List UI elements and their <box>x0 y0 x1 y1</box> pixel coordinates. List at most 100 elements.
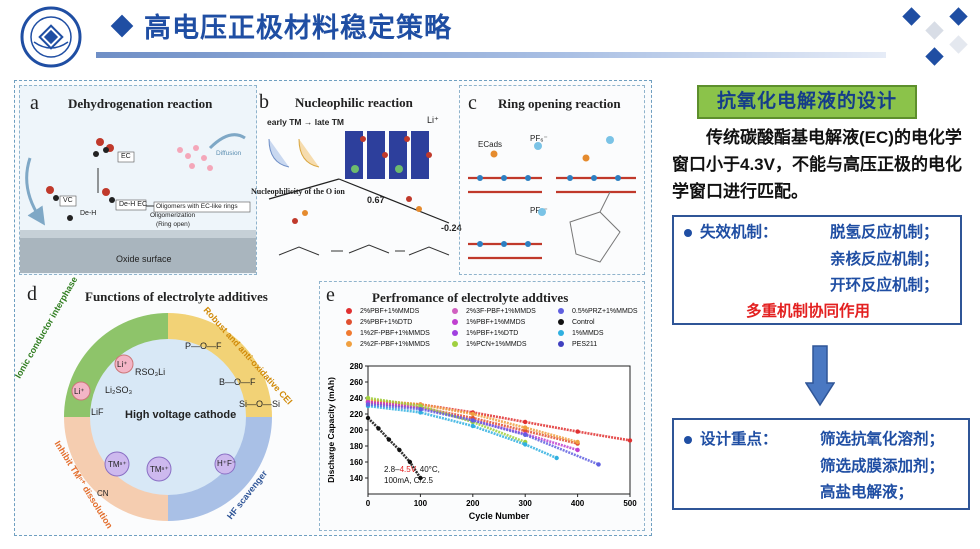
chem-pof: P—O—F <box>185 341 222 351</box>
y-tick-label: 140 <box>350 474 364 483</box>
note-current: 100mA, C/2.5 <box>384 476 433 485</box>
panel-a-title: Dehydrogenation reaction <box>68 96 213 111</box>
mechanism-label: 失效机制： <box>700 224 778 241</box>
chem-hf: H⁺F⁻ <box>217 459 237 468</box>
chem-lif: LiF <box>91 407 104 417</box>
panel-d-title: Functions of electrolyte additives <box>85 289 268 304</box>
data-point <box>575 447 580 453</box>
down-arrow-icon <box>805 345 835 407</box>
decor-diamond-icon <box>949 35 968 54</box>
legend-marker-icon <box>558 319 564 326</box>
panel-e: e Perfromance of electrolyte addtives 2%… <box>319 281 645 531</box>
data-point <box>523 419 528 425</box>
data-point <box>523 425 528 430</box>
legend-item: PES211 <box>558 341 597 348</box>
label-oxide-surface: Oxide surface <box>116 254 172 264</box>
decor-diamond-icon <box>902 7 921 26</box>
data-point <box>575 429 580 434</box>
legend-marker-icon <box>558 341 564 348</box>
wheel-center-label: High voltage cathode <box>125 409 237 421</box>
y-tick-label: 180 <box>350 442 364 451</box>
legend-marker-icon <box>558 308 564 315</box>
label-deh: De-H <box>80 210 97 217</box>
legend-label: 1%2F-PBF+1%MMDS <box>360 330 430 337</box>
panel-c-title: Ring opening reaction <box>498 96 621 111</box>
data-point <box>470 418 475 423</box>
data-point <box>523 428 528 433</box>
bullet-icon <box>684 436 692 444</box>
data-point <box>376 426 381 431</box>
decor-diamond-icon <box>949 7 968 26</box>
panel-a: a Dehydrogenation reaction EC VC De-H De… <box>19 85 257 275</box>
y-axis-label: Discharge Capacity (mAh) <box>326 377 336 483</box>
chem-bof: B—O—F <box>219 377 256 387</box>
page-title: 高电压正极材料稳定策略 <box>144 13 452 43</box>
data-point <box>596 462 601 467</box>
legend-marker-icon <box>346 308 352 315</box>
x-tick-label: 300 <box>519 499 533 508</box>
design-item-3: 高盐电解液； <box>820 484 914 501</box>
legend-item: 1%PBF+1%MMDS <box>452 319 525 326</box>
mechanism-item-3: 开环反应机制； <box>830 277 939 294</box>
section-heading: 抗氧化电解液的设计 <box>716 91 897 112</box>
chem-sios: Si—O—Si <box>239 399 281 409</box>
legend-item: 1%PCN+1%MMDS <box>452 341 527 348</box>
legend-marker-icon <box>452 308 458 315</box>
mechanism-item-1: 脱氢反应机制； <box>830 224 939 241</box>
decor-diamond-icon <box>925 47 944 66</box>
plot-area <box>367 365 631 495</box>
panel-a-label: a <box>30 92 39 114</box>
legend-label: 1%PBF+1%MMDS <box>466 319 526 326</box>
panel-d: d Functions of electrolyte additives Hig… <box>13 275 317 531</box>
y-tick-label: 280 <box>350 362 364 371</box>
chem-li-b: Li⁺ <box>74 387 85 396</box>
note-temperature: , 40°C, <box>415 465 440 474</box>
legend-label: 2%3F-PBF+1%MMDS <box>466 308 536 315</box>
legend-marker-icon <box>346 319 352 326</box>
design-focus-box: 设计重点： 筛选抗氧化溶剂； 筛选成膜添加剂； 高盐电解液； <box>672 418 970 510</box>
x-tick-label: 200 <box>466 499 480 508</box>
design-label: 设计重点： <box>700 431 778 448</box>
data-point <box>418 403 423 409</box>
label-diffusion: Diffusion <box>216 150 242 157</box>
design-item-1: 筛选抗氧化溶剂； <box>820 431 945 448</box>
data-point <box>407 459 413 465</box>
note-voltage-high: 4.5V <box>399 465 416 474</box>
data-point <box>418 475 423 481</box>
chem-li2so3: Li₂SO₃ <box>105 385 133 395</box>
x-tick-label: 100 <box>414 499 428 508</box>
note-voltage-start: 2.8– <box>384 465 400 474</box>
value-low: -0.24 <box>441 223 462 233</box>
design-item-2: 筛选成膜添加剂； <box>820 458 945 475</box>
panel-e-title: Perfromance of electrolyte addtives <box>372 290 569 305</box>
legend-marker-icon <box>346 341 352 348</box>
panel-b-title: Nucleophilic reaction <box>295 95 413 110</box>
bullet-icon <box>684 229 692 237</box>
legend-marker-icon <box>452 319 458 326</box>
additive-functions-wheel <box>64 313 272 521</box>
nucleophilicity-label: Nucleophilicity of the O ion <box>251 187 345 196</box>
data-point <box>386 437 392 442</box>
data-point <box>418 407 423 412</box>
y-tick-label: 200 <box>350 426 364 435</box>
series-line <box>367 396 526 444</box>
legend-marker-icon <box>558 330 564 337</box>
label-ec: EC <box>121 153 131 160</box>
test-conditions: 2.8–4.5V, 40°C, 100mA, C/2.5 <box>384 464 440 486</box>
label-deh-ec: De-H EC <box>119 201 148 208</box>
panel-b: b Nucleophilic reaction early TM → late … <box>251 85 462 275</box>
nucleophilic-illustration <box>268 131 450 256</box>
chem-tm-a: TMⁿ⁺ <box>108 460 127 469</box>
legend-label: 1%MMDS <box>572 330 604 337</box>
legend-label: 2%2F-PBF+1%MMDS <box>360 341 430 348</box>
legend-marker-icon <box>452 341 458 348</box>
data-point <box>470 423 475 429</box>
x-tick-label: 400 <box>571 499 585 508</box>
title-diamond-icon <box>110 14 134 38</box>
legend-item: 1%2F-PBF+1%MMDS <box>346 330 430 337</box>
mechanism-highlight: 多重机制协同作用 <box>746 303 871 320</box>
data-point <box>554 455 559 461</box>
legend-item: 2%3F-PBF+1%MMDS <box>452 308 536 315</box>
y-tick-label: 220 <box>350 410 364 419</box>
